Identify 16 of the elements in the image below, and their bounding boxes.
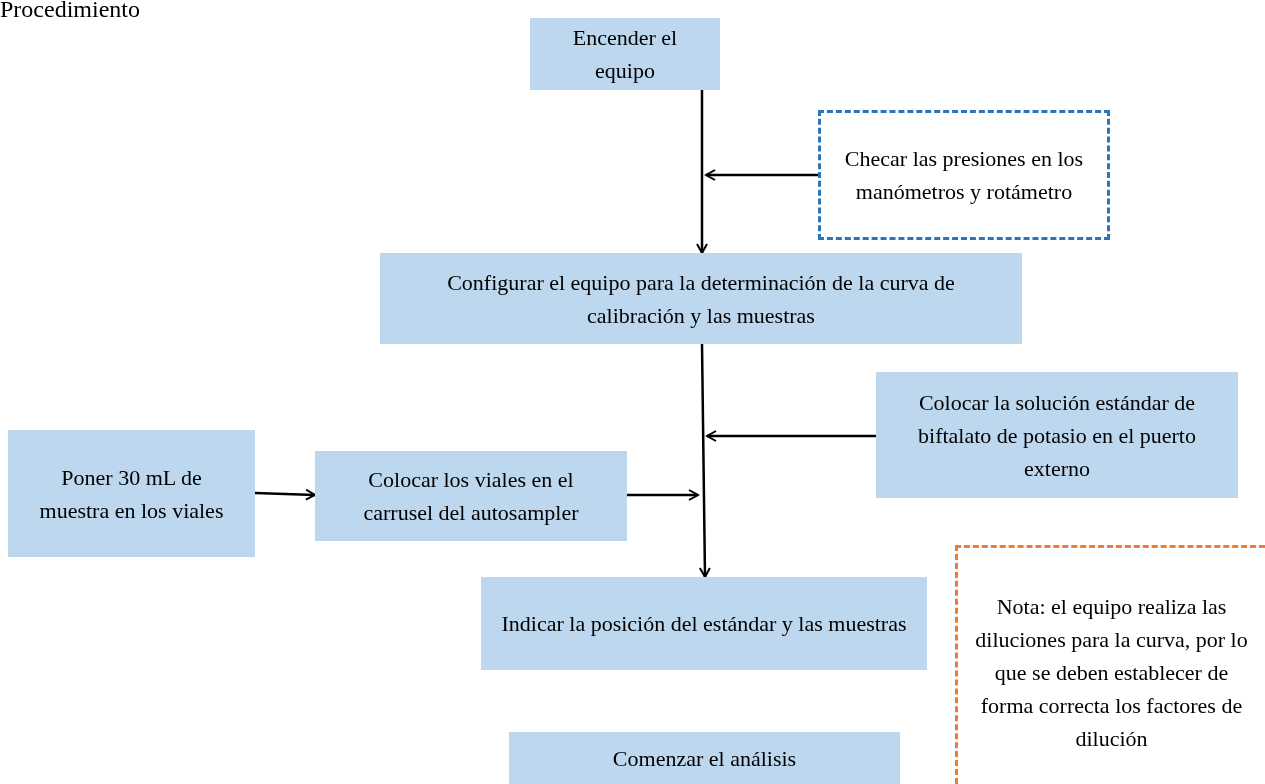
diagram-title: Procedimiento	[0, 0, 140, 24]
arrow	[705, 169, 818, 181]
process-box: Configurar el equipo para la determinación de la curva de calibración y las muestras	[380, 253, 1022, 344]
arrow	[254, 488, 316, 501]
arrow	[696, 90, 708, 254]
arrow	[698, 344, 711, 578]
process-box: Poner 30 mL de muestra en los viales	[8, 430, 255, 557]
dashed-note-box: Checar las presiones en los manómetros y rotámetro	[818, 110, 1110, 240]
arrow	[706, 430, 876, 442]
dashed-note-box: Nota: el equipo realiza las diluciones para la curva, por lo que se deben establecer de forma correcta los factores de dilución	[955, 545, 1265, 784]
process-box: Colocar la solución estándar de biftalato de potasio en el puerto externo	[876, 372, 1238, 498]
process-box: Colocar los viales en el carrusel del autosampler	[315, 451, 627, 541]
process-box: Encender el equipo	[530, 18, 720, 90]
process-box: Indicar la posición del estándar y las muestras	[481, 577, 927, 670]
process-box: Comenzar el análisis	[509, 732, 900, 784]
arrow	[627, 489, 699, 501]
